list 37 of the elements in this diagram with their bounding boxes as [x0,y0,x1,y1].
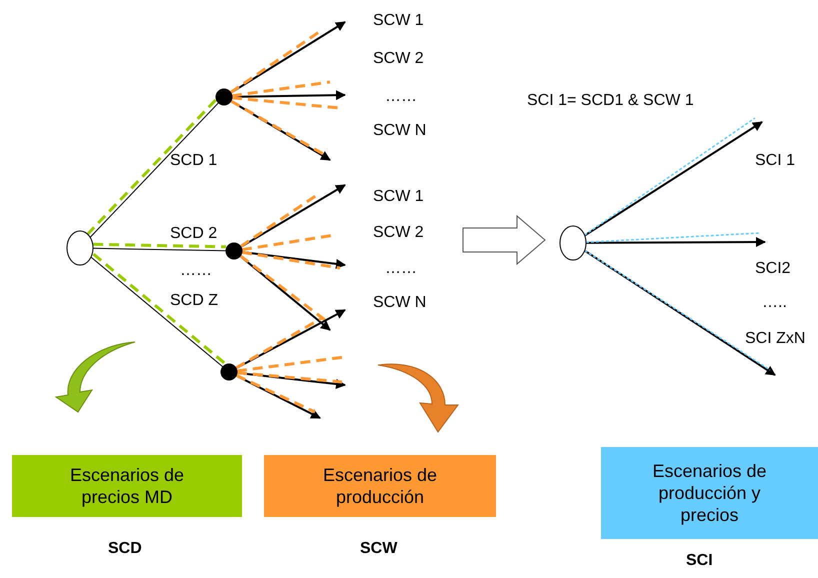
scenario-label: SCW N [373,122,426,140]
scenario-label: ….. [762,294,787,312]
scenario-label: …… [385,88,417,106]
scenario-label: SCD 1 [170,152,218,170]
scenario-label: SCW 2 [373,224,424,242]
category-label: SCI [686,552,713,570]
category-label: SCD [108,540,142,558]
line [92,248,226,252]
dashed-line [236,374,316,414]
legend-box [264,455,496,517]
scenario-label: SCD 2 [170,225,218,243]
scenario-label: SCW 2 [373,50,424,68]
dashed-line [93,242,226,248]
scenario-label: SCW N [373,294,426,312]
dashed-line [235,316,323,370]
scenario-label: …… [385,260,417,278]
scenario-label: …… [180,262,212,280]
scenario-label: SCI2 [755,260,791,278]
scenario-label: SCI 1= SCD1 & SCW 1 [527,92,694,110]
dashed-line [240,254,326,322]
legend-box [601,447,818,539]
dashed-line [232,80,330,98]
scenario-label: SCI ZxN [745,330,806,348]
category-label: SCW [360,540,398,558]
box-text: Escenarios de producción [322,464,438,508]
dashed-line [236,371,342,384]
arrow [240,184,346,248]
scenario-label: SCD Z [170,292,218,310]
scenario-label: SCI 1 [755,152,796,170]
legend-box [12,455,242,517]
dashed-line [586,232,760,244]
scenario-label: SCW 1 [373,188,424,206]
arrow [586,237,766,248]
dashed-line [232,96,340,110]
box-text: Escenarios de precios MD [68,464,186,508]
scenario-label: SCW 1 [373,12,424,30]
box-text: Escenarios de producción y precios [651,460,768,526]
